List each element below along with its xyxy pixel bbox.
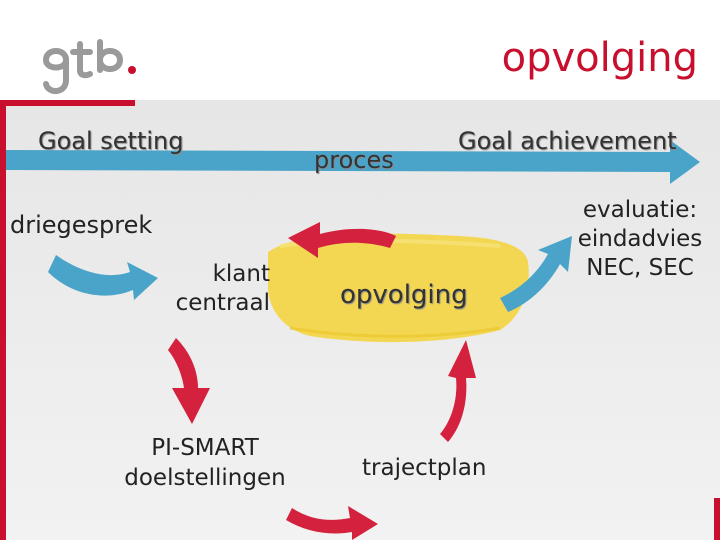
- step-opvolging: opvolging: [340, 280, 468, 310]
- step-klant-centraal: klant centraal: [150, 260, 270, 318]
- step-pi-smart: PI-SMART doelstellingen: [110, 434, 300, 494]
- frame-left-bar: [0, 100, 6, 540]
- step-driegesprek: driegesprek: [10, 211, 153, 239]
- page-title: opvolging: [501, 35, 698, 81]
- gtb-logo: [43, 39, 136, 94]
- step-evaluatie: evaluatie: eindadvies NEC, SEC: [560, 196, 720, 282]
- cycle-arrow-left: [288, 222, 396, 258]
- timeline-end-label: Goal achievement: [458, 127, 677, 155]
- timeline-start-label: Goal setting: [38, 127, 184, 155]
- logo-dot: [128, 66, 136, 74]
- frame-right-bar: [714, 498, 720, 540]
- step-klant-line1: klant: [212, 261, 270, 287]
- step-pi-smart-line2: doelstellingen: [124, 464, 286, 491]
- step-klant-line2: centraal: [175, 289, 270, 316]
- cycle-arrow-down: [168, 338, 210, 424]
- step-evaluatie-line1: evaluatie:: [582, 197, 698, 223]
- step-trajectplan: trajectplan: [362, 455, 487, 481]
- timeline-arrow: [6, 140, 700, 184]
- step-evaluatie-line2: eindadvies: [577, 225, 703, 252]
- flow-arrow-intake: [48, 255, 158, 300]
- cycle-arrow-right: [286, 506, 378, 540]
- frame-top-bar: [0, 100, 135, 106]
- diagram-canvas: [0, 100, 720, 540]
- flow-arrow-evaluation: [500, 236, 572, 312]
- cycle-arrow-up: [440, 340, 476, 442]
- highlight-brush: [268, 233, 529, 343]
- step-evaluatie-line3: NEC, SEC: [586, 254, 694, 281]
- timeline-middle-label: proces: [314, 146, 394, 174]
- step-pi-smart-line1: PI-SMART: [151, 435, 259, 461]
